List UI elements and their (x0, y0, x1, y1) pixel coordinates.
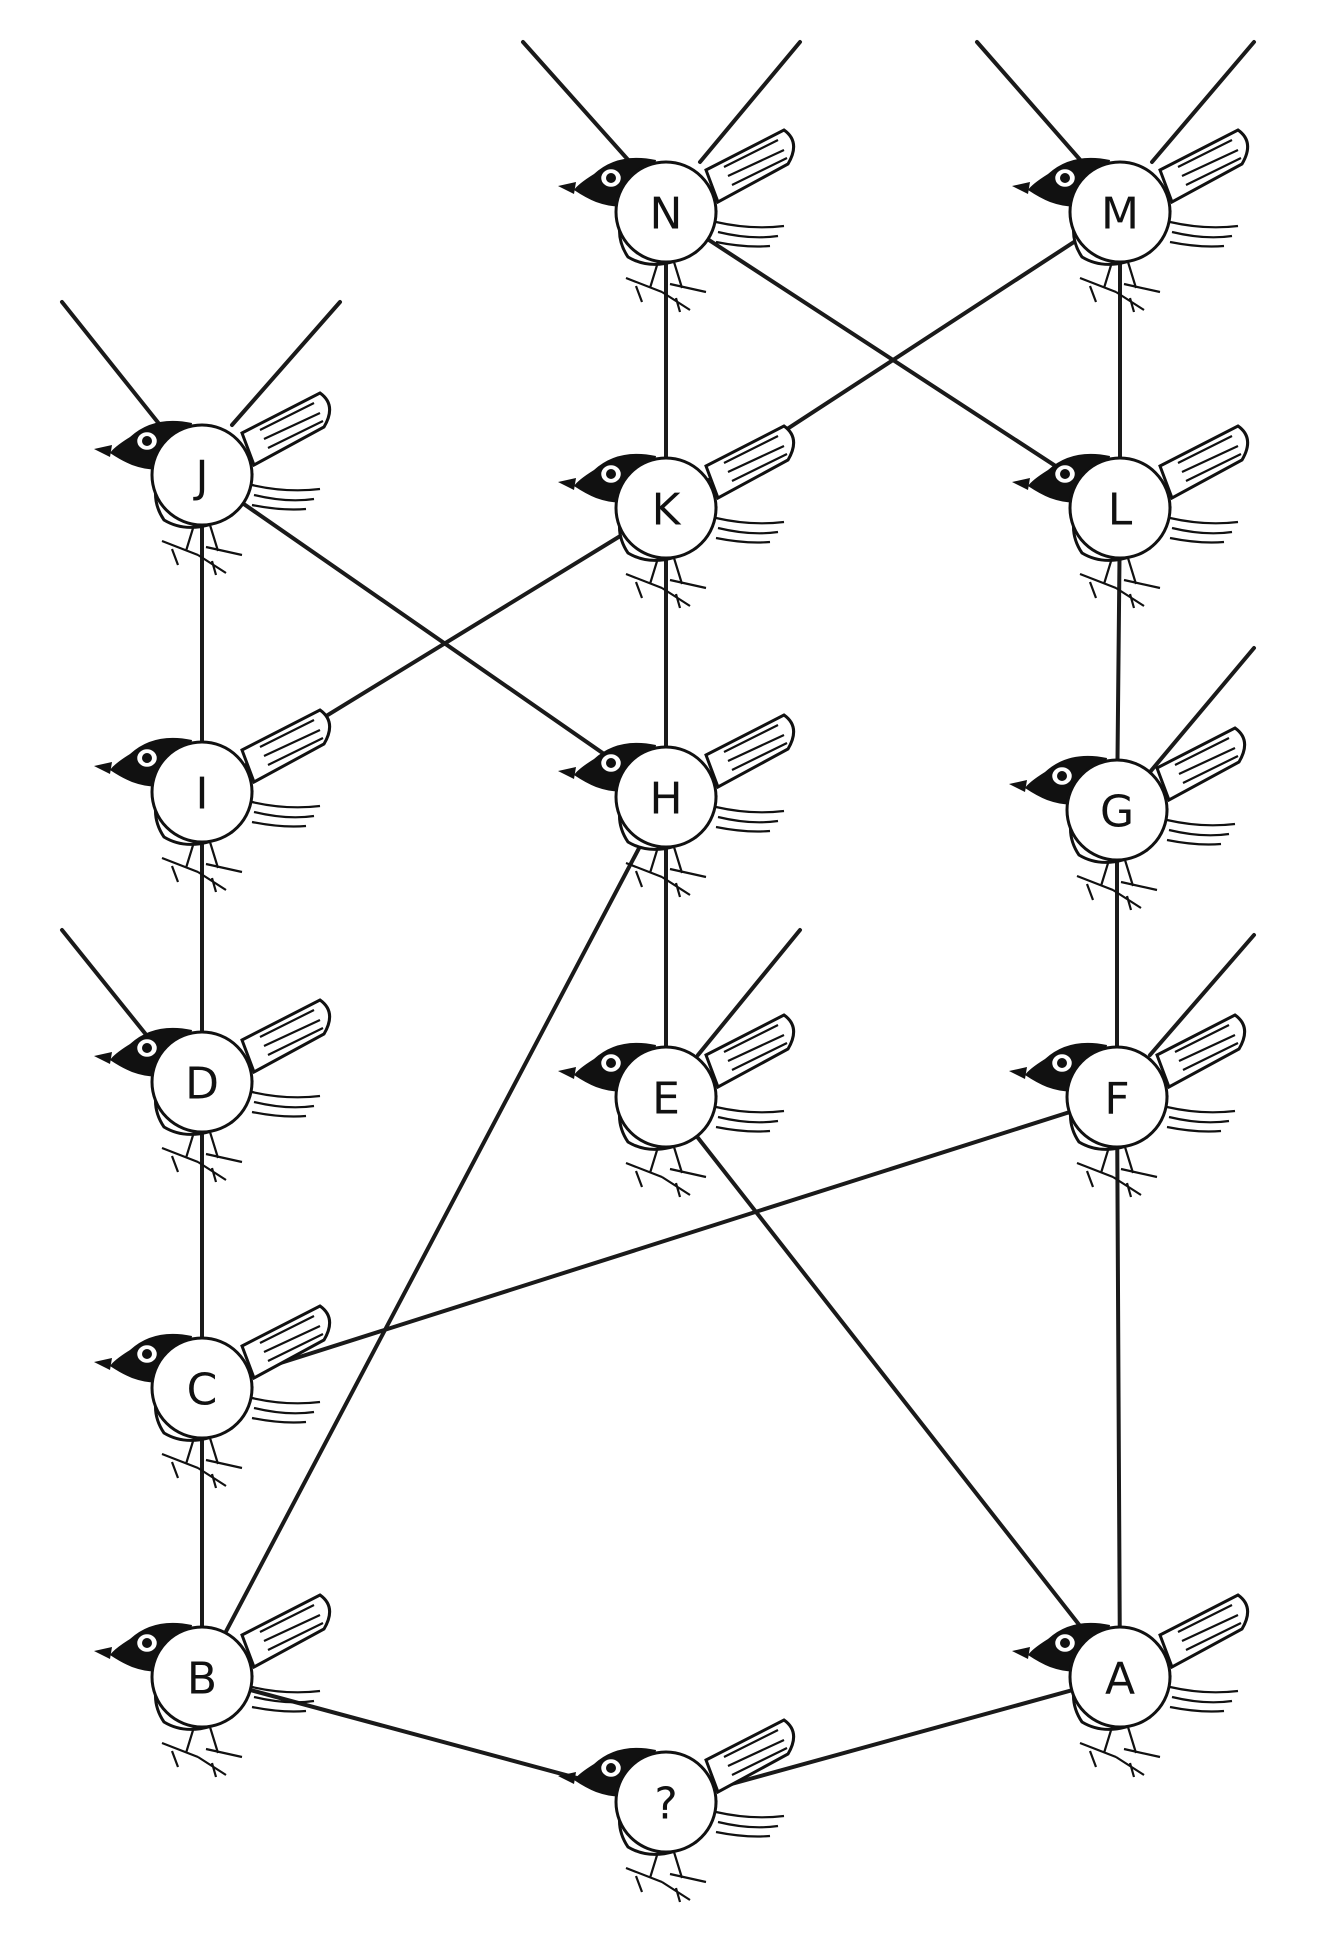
edge-f-a (1115, 1095, 1122, 1679)
branch-stub (698, 40, 802, 164)
node-label: F (1104, 1074, 1129, 1125)
edge-h-b (200, 795, 668, 1679)
node-circle (1065, 1045, 1169, 1149)
node-label: M (1101, 189, 1139, 240)
bird-node-i: I (92, 708, 332, 894)
node-label: C (187, 1365, 218, 1416)
node-label: J (193, 452, 209, 503)
node-label: N (650, 189, 683, 240)
node-circle (614, 160, 718, 264)
bird-node-l: L (1010, 424, 1250, 610)
edge-a-q (664, 1675, 1122, 1804)
node-circle (614, 745, 718, 849)
bird-node-e: E (556, 1013, 796, 1199)
branch-stub (60, 300, 162, 427)
bird-node-d: D (92, 998, 332, 1184)
bird-node-k: K (556, 424, 796, 610)
bird-node-j: J (92, 391, 332, 577)
bird-node-c: C (92, 1304, 332, 1490)
node-circle (150, 1625, 254, 1729)
node-circle (1065, 758, 1169, 862)
bird-node-q: ? (556, 1718, 796, 1904)
bird-node-n: N (556, 128, 796, 314)
node-label: D (185, 1059, 219, 1110)
node-circle (614, 1045, 718, 1149)
edge-c-f (200, 1095, 1119, 1390)
node-circle (614, 456, 718, 560)
branch-stub (975, 40, 1084, 164)
node-circle (150, 1030, 254, 1134)
node-label: L (1108, 485, 1133, 536)
node-label: K (652, 485, 682, 536)
node-label: I (196, 769, 209, 820)
branch-stub (1150, 40, 1256, 164)
branch-stub (521, 40, 632, 164)
nodes-layer: N M J K L I H G D E F C B A? (92, 128, 1250, 1904)
branch-stub (1148, 933, 1256, 1057)
bird-node-a: A (1010, 1593, 1250, 1779)
bird-node-f: F (1007, 1013, 1247, 1199)
branch-stub (60, 928, 162, 1054)
bird-node-m: M (1010, 128, 1250, 314)
node-circle (150, 740, 254, 844)
edges-layer (60, 40, 1256, 1804)
bird-node-b: B (92, 1593, 332, 1779)
bird-node-h: H (556, 713, 796, 899)
branch-stub (1148, 646, 1256, 774)
edge-j-h (200, 473, 668, 799)
node-label: A (1105, 1654, 1135, 1705)
bird-node-g: G (1007, 726, 1247, 912)
node-label: B (187, 1654, 217, 1705)
node-circle (1068, 1625, 1172, 1729)
node-label: G (1100, 787, 1134, 838)
branch-stub (696, 928, 802, 1057)
node-label: E (652, 1074, 680, 1125)
node-circle (150, 1336, 254, 1440)
node-label: ? (654, 1779, 677, 1830)
node-circle (614, 1750, 718, 1854)
node-circle (1068, 160, 1172, 264)
node-circle (150, 423, 254, 527)
edge-e-a (664, 1095, 1122, 1679)
node-circle (1068, 456, 1172, 560)
node-label: H (649, 774, 682, 825)
branch-stub (230, 300, 342, 427)
